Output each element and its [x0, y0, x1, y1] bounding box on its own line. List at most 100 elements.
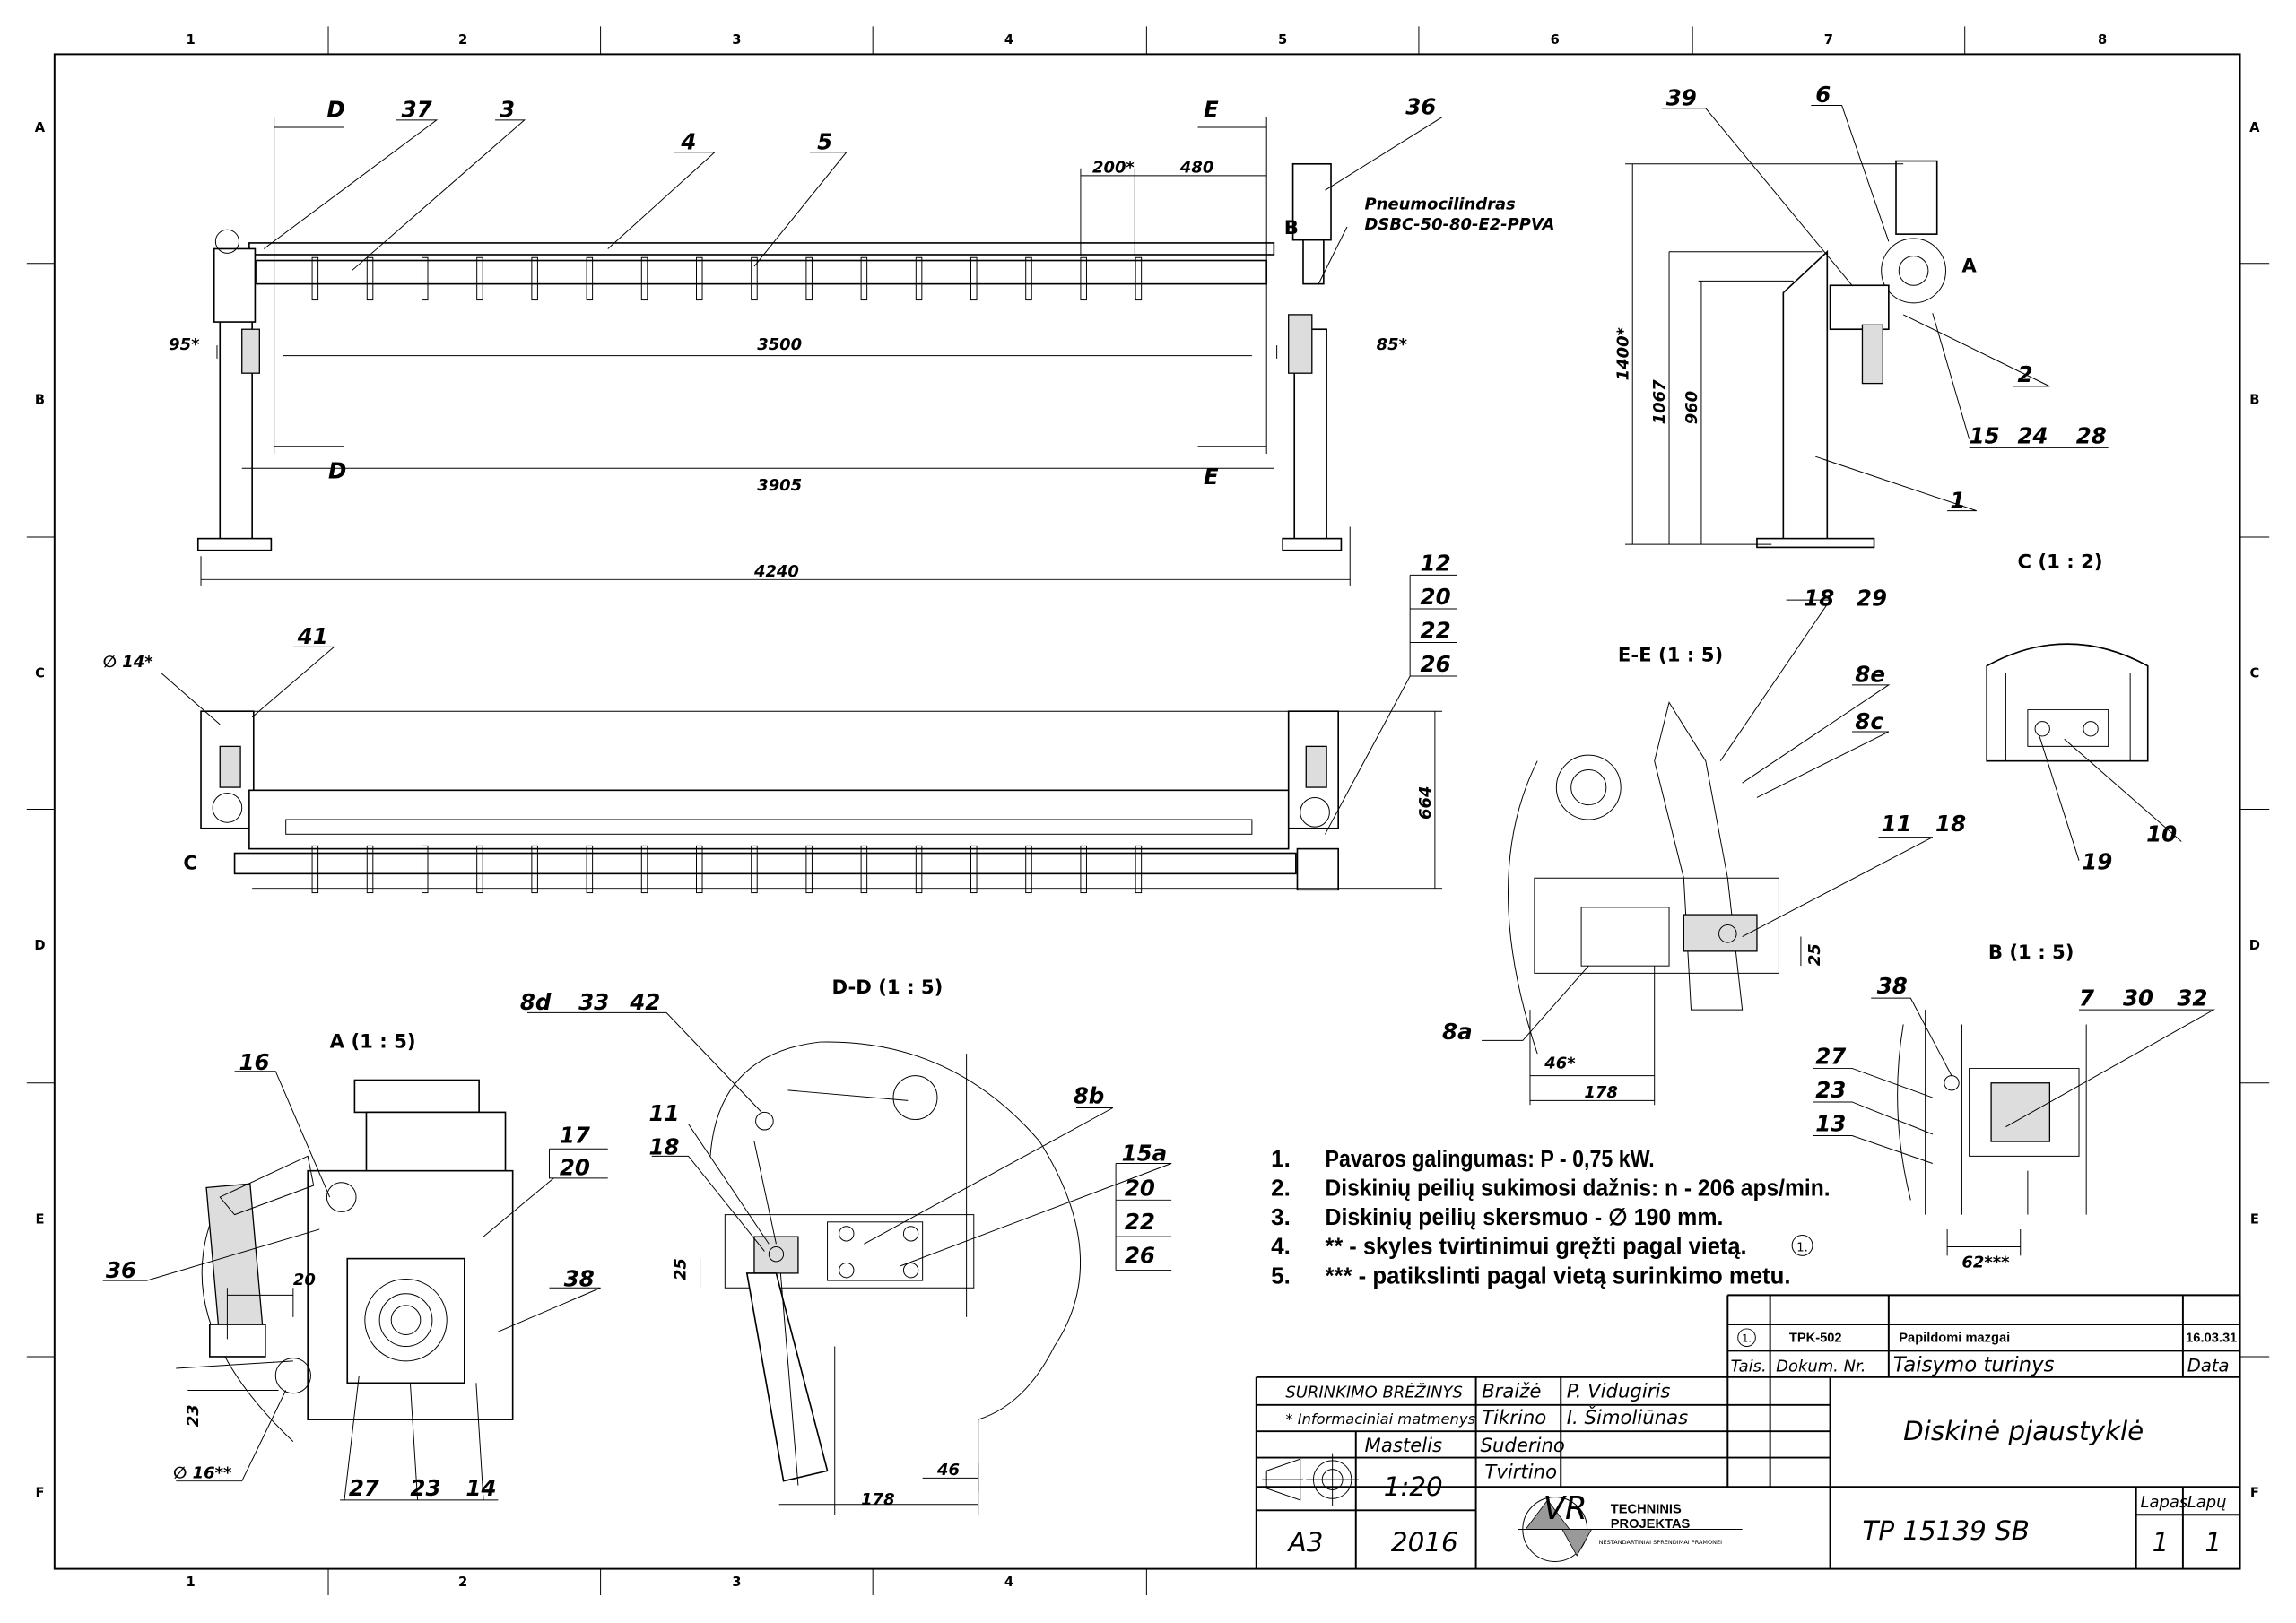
callout-30: 30 [2123, 985, 2153, 1011]
callout-10: 10 [2146, 820, 2177, 846]
grid-col-label: 3 [732, 32, 741, 48]
disc-knife [311, 256, 319, 301]
section-view-e-e [1482, 599, 1934, 1106]
callout-37: 37 [402, 97, 432, 123]
dim-960: 960 [1683, 391, 1701, 424]
callout-32: 32 [2177, 985, 2207, 1011]
dim-95: 95* [169, 335, 200, 354]
pneumocylinder-model: DSBC-50-80-E2-PPVA [1365, 215, 1555, 234]
disc-knife [1025, 256, 1032, 301]
note-number: 4. [1271, 1233, 1291, 1260]
dim-1067: 1067 [1650, 379, 1669, 424]
disc-knife [1135, 845, 1143, 894]
callout-38: 38 [1877, 973, 1908, 999]
grid-row-label: B [2249, 392, 2259, 407]
grid-col-label: 1 [186, 32, 195, 48]
grid-col-label: 4 [1004, 32, 1013, 48]
dim-178: 178 [1584, 1083, 1617, 1102]
dim-178: 178 [861, 1490, 894, 1509]
sheet-number: 1 [2152, 1527, 2170, 1558]
header-tais: Tais. [1731, 1357, 1767, 1376]
callout-23: 23 [1815, 1077, 1846, 1103]
callout-42: 42 [629, 989, 660, 1015]
disc-knife [421, 845, 429, 894]
technical-notes: 1. Pavaros galingumas: P - 0,75 kW. 2. D… [1271, 1145, 1830, 1289]
callout-24: 24 [2017, 423, 2048, 449]
callout-20: 20 [560, 1155, 590, 1181]
note-text: *** - patikslinti pagal vietą surinkimo … [1325, 1262, 1790, 1289]
disc-knife [640, 845, 648, 894]
callout-6: 6 [1815, 82, 1831, 108]
dim-46: 46* [1544, 1054, 1576, 1072]
front-view [196, 117, 1351, 586]
doc-type: SURINKIMO BRĖŽINYS [1285, 1383, 1462, 1402]
callout-19: 19 [2082, 848, 2112, 874]
info-note: * Informaciniai matmenys [1285, 1410, 1475, 1428]
dim-hole-diameter-14: ∅ 14* [103, 653, 154, 672]
disc-knife [696, 845, 703, 894]
pneumocylinder-label: Pneumocilindras [1365, 195, 1517, 213]
grid-row-label: D [34, 938, 45, 953]
tvirtino-label: Tvirtino [1484, 1461, 1557, 1483]
document-number: TP 15139 SB [1862, 1515, 2029, 1546]
callout-18: 18 [1935, 811, 1966, 837]
braize-label: Braižė [1482, 1381, 1541, 1403]
disc-knife [970, 845, 978, 894]
detail-view-a [102, 1071, 608, 1501]
detail-b-marker: B [1284, 217, 1299, 239]
callout-16: 16 [239, 1049, 269, 1075]
note-number: 1. [1271, 1145, 1291, 1172]
logo-mark: VR [1544, 1490, 1587, 1527]
callout-13: 13 [1815, 1111, 1846, 1137]
note-text: Diskinių peilių skersmuo - ∅ 190 mm. [1325, 1203, 1723, 1230]
dim-1400: 1400* [1613, 326, 1632, 380]
suderino-label: Suderino [1480, 1435, 1564, 1457]
grid-col-label: 2 [458, 1575, 467, 1590]
callout-36: 36 [1405, 93, 1436, 119]
callout-18: 18 [1804, 586, 1834, 612]
company-logo: VR TECHNINIS PROJEKTAS NESTANDARTINIAI S… [1518, 1490, 1743, 1562]
rev-mark: 1. [1742, 1332, 1752, 1345]
grid-row-label: C [35, 666, 45, 681]
scale-value: 1:20 [1384, 1471, 1443, 1502]
disc-knife [696, 256, 703, 301]
grid-col-label: 5 [1278, 32, 1287, 48]
callout-7: 7 [2079, 985, 2094, 1011]
grid-col-label: 1 [186, 1575, 195, 1590]
dim-46: 46 [936, 1461, 960, 1480]
dim-85: 85* [1377, 335, 1408, 354]
grid-col-label: 2 [458, 32, 467, 48]
dim-200: 200* [1092, 159, 1135, 178]
section-view-d-d [526, 1011, 1172, 1515]
callout-3: 3 [500, 97, 515, 123]
tikrino-name: I. Šimoliūnas [1567, 1406, 1688, 1429]
callout-11: 11 [1882, 811, 1912, 837]
grid-row-label: F [35, 1486, 44, 1501]
callout-12: 12 [1421, 551, 1451, 577]
callout-20: 20 [1125, 1175, 1155, 1201]
lapu-label: Lapų [2187, 1493, 2227, 1512]
dim-23: 23 [184, 1404, 203, 1427]
rev-doc-number: TPK-502 [1789, 1332, 1842, 1346]
callout-1: 1 [1950, 487, 1965, 513]
callout-8e: 8e [1855, 662, 1885, 688]
dim-25: 25 [671, 1258, 690, 1280]
note-text: Diskinių peilių sukimosi dažnis: n - 206… [1325, 1174, 1830, 1201]
grid-col-label: 4 [1004, 1575, 1013, 1590]
view-a-title: A (1 : 5) [330, 1031, 416, 1054]
dim-hole-diameter-16: ∅ 16** [173, 1463, 232, 1482]
callout-20: 20 [1421, 584, 1451, 610]
detail-view-c [1986, 643, 2182, 861]
callout-29: 29 [1857, 586, 1887, 612]
callout-39: 39 [1666, 85, 1697, 111]
zone-grid [26, 26, 2270, 1595]
detail-c-marker: C [183, 852, 197, 874]
braize-name: P. Vidugiris [1567, 1381, 1671, 1403]
section-d-label: D [326, 97, 344, 123]
section-d-label: D [328, 458, 346, 484]
disc-knife [476, 256, 483, 301]
callout-36: 36 [106, 1257, 136, 1283]
callout-28: 28 [2076, 423, 2107, 449]
view-e-e-title: E-E (1 : 5) [1618, 645, 1723, 667]
